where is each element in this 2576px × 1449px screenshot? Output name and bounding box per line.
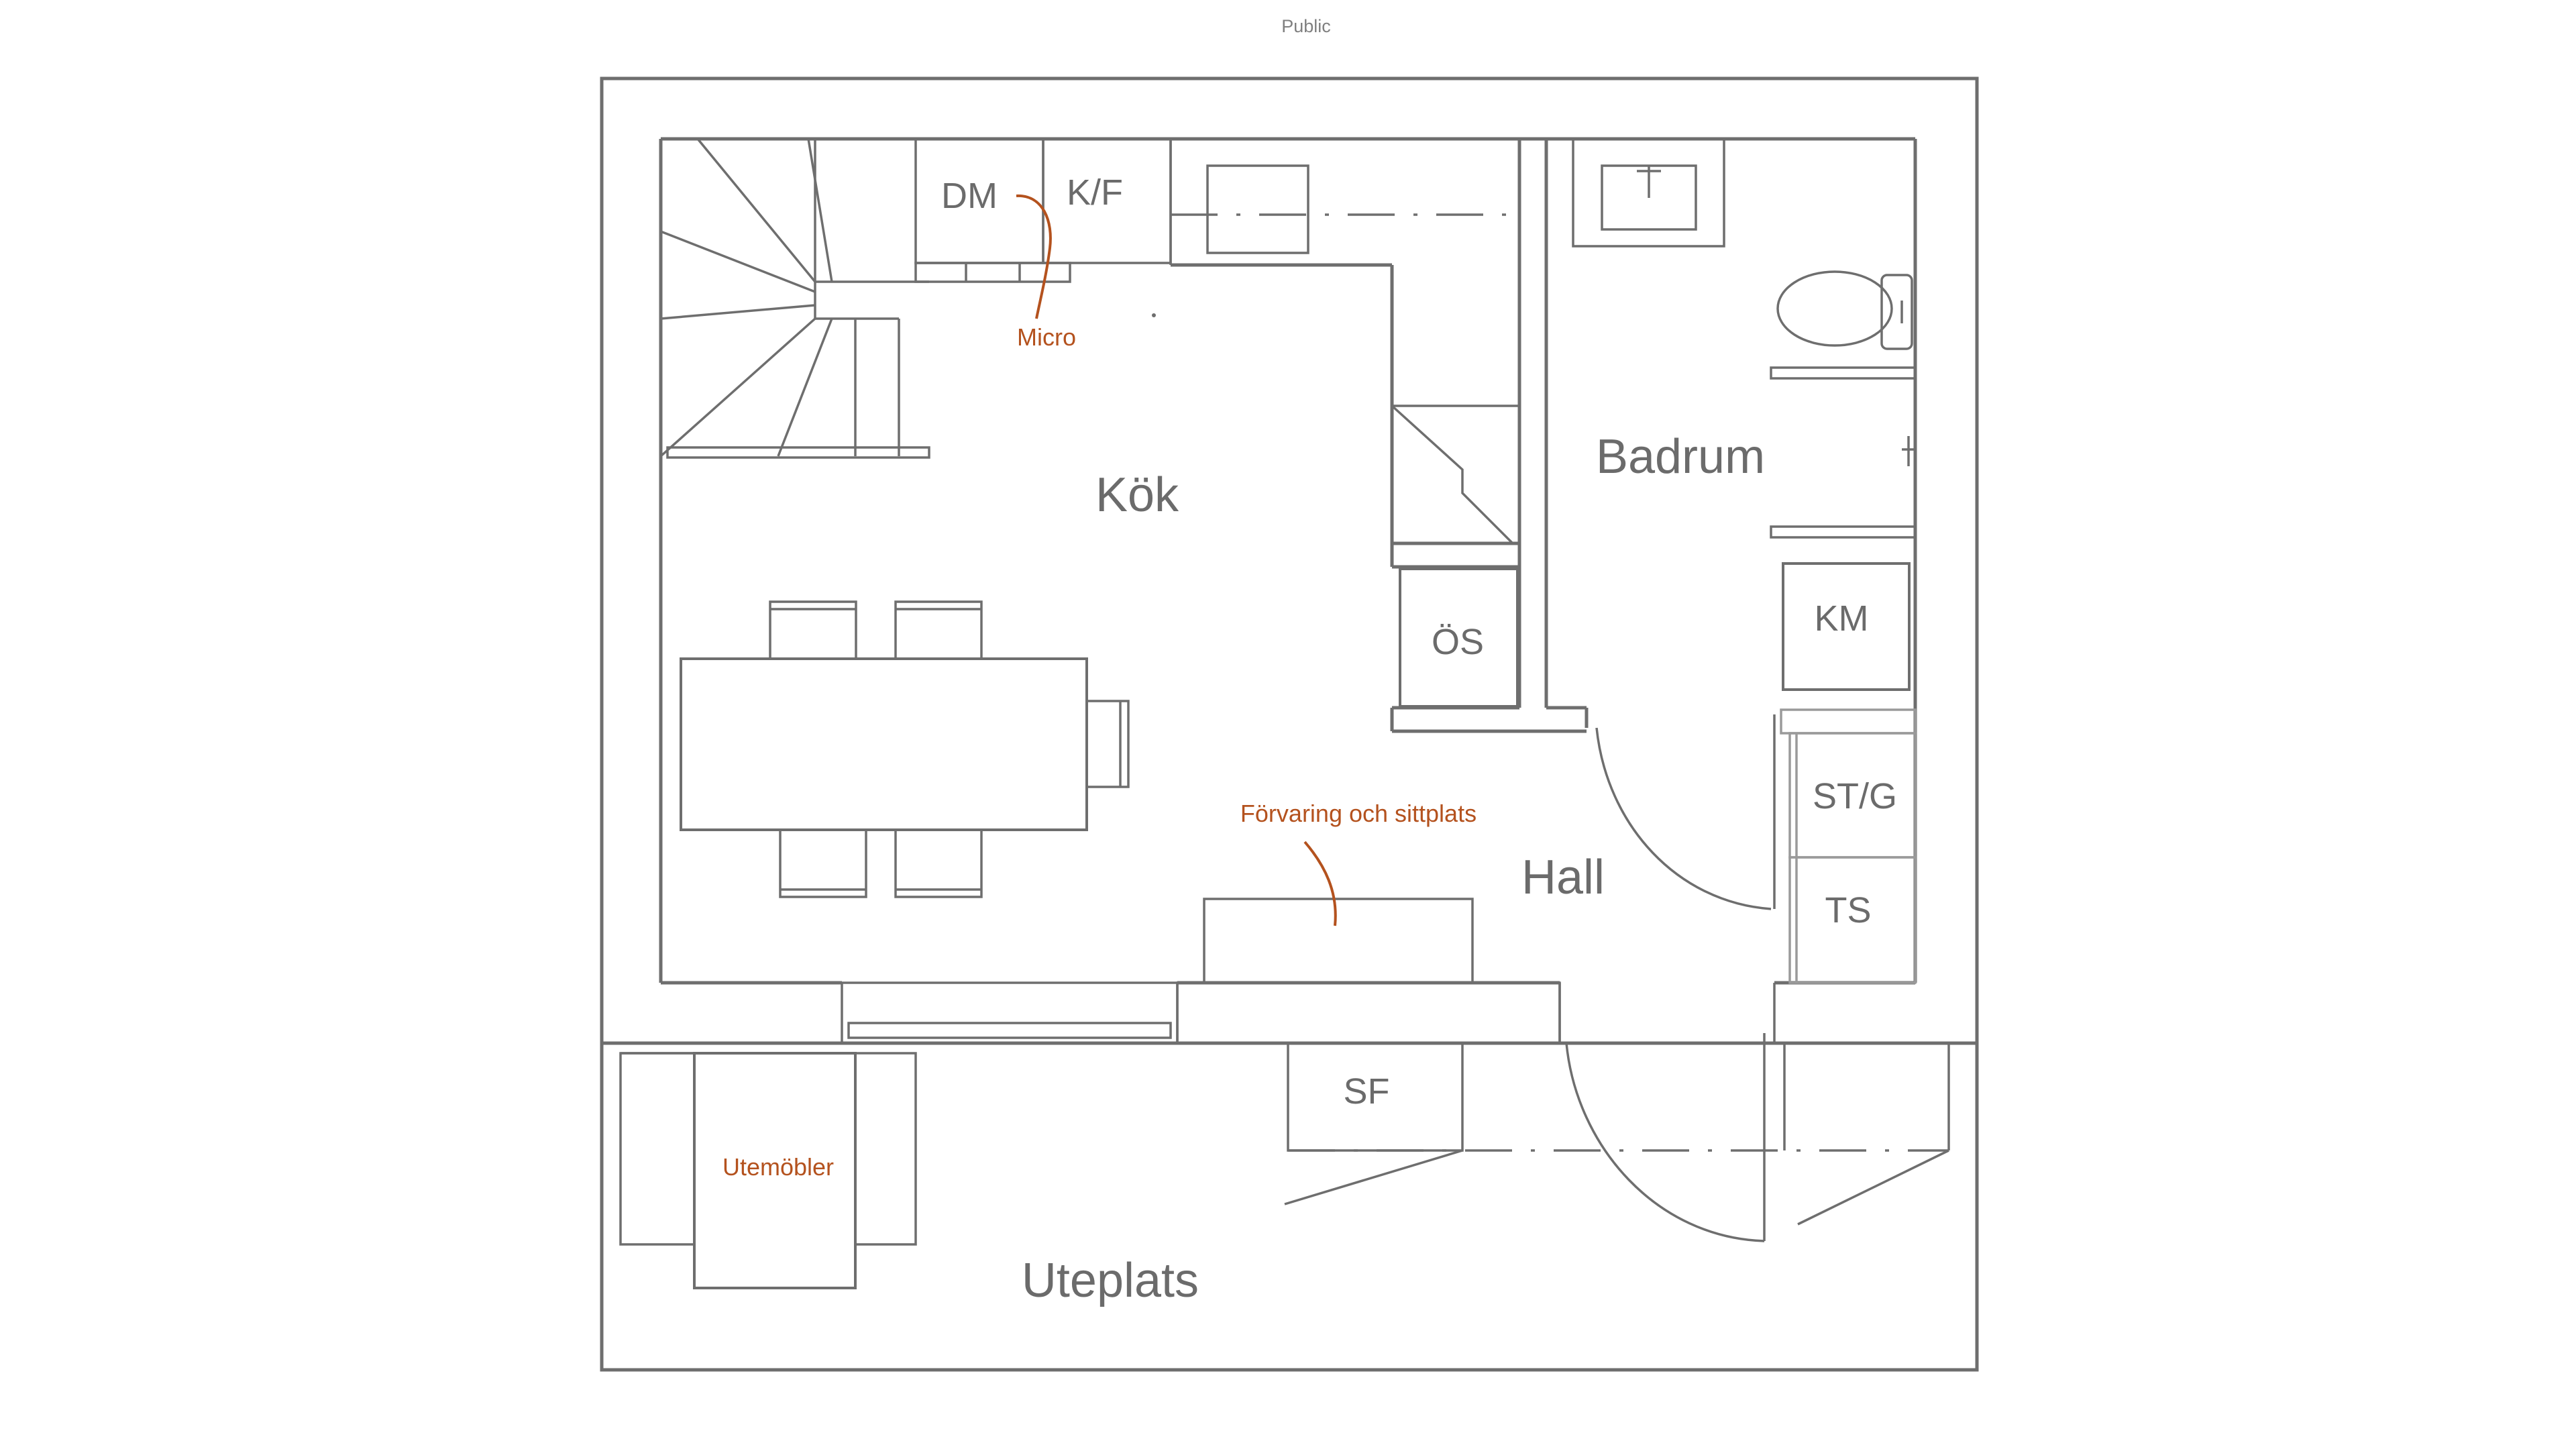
storage-bench [1203, 898, 1474, 984]
patio-label: Uteplats [1022, 1254, 1199, 1307]
staircase [659, 138, 930, 459]
hall-label: Hall [1521, 851, 1605, 904]
washing-machine [1782, 562, 1911, 691]
oven-niche [1391, 405, 1521, 545]
wall-cabinet [1399, 568, 1519, 708]
storage-sf-label: SF [1343, 1071, 1389, 1112]
patio-furniture [619, 1052, 917, 1289]
patio-storage [1284, 1042, 1950, 1226]
kitchen-counter [914, 138, 1519, 283]
window-wall [841, 981, 1915, 1044]
house-walls [659, 137, 1917, 985]
hall-cabinets [1773, 708, 1917, 984]
public-label: Public [1281, 16, 1331, 36]
wall-cabinet-label: ÖS [1432, 622, 1484, 662]
microwave-callout [1016, 194, 1052, 319]
microwave-note: Micro [1017, 323, 1076, 351]
outer-boundary [600, 76, 1979, 1372]
storage-seating-note: Förvaring och sittplats [1240, 800, 1477, 827]
washing-machine-label: KM [1815, 598, 1869, 639]
drying-cabinet-label: TS [1825, 890, 1871, 930]
kitchen-label: Kök [1095, 468, 1179, 522]
dishwasher-label: DM [941, 176, 998, 216]
fridge-freezer-label: K/F [1067, 172, 1123, 213]
marker-dot [1152, 313, 1156, 317]
front-door-swing [1565, 1042, 1765, 1242]
storage-callout [1303, 841, 1337, 926]
outdoor-furniture-note: Utemöbler [722, 1153, 834, 1181]
bathroom-door-swing [1595, 727, 1772, 910]
bathroom-fixtures [1572, 138, 1917, 539]
dining-table [680, 600, 1130, 898]
dryer-cabinet-label: ST/G [1813, 776, 1897, 816]
bathroom-label: Badrum [1596, 430, 1765, 484]
